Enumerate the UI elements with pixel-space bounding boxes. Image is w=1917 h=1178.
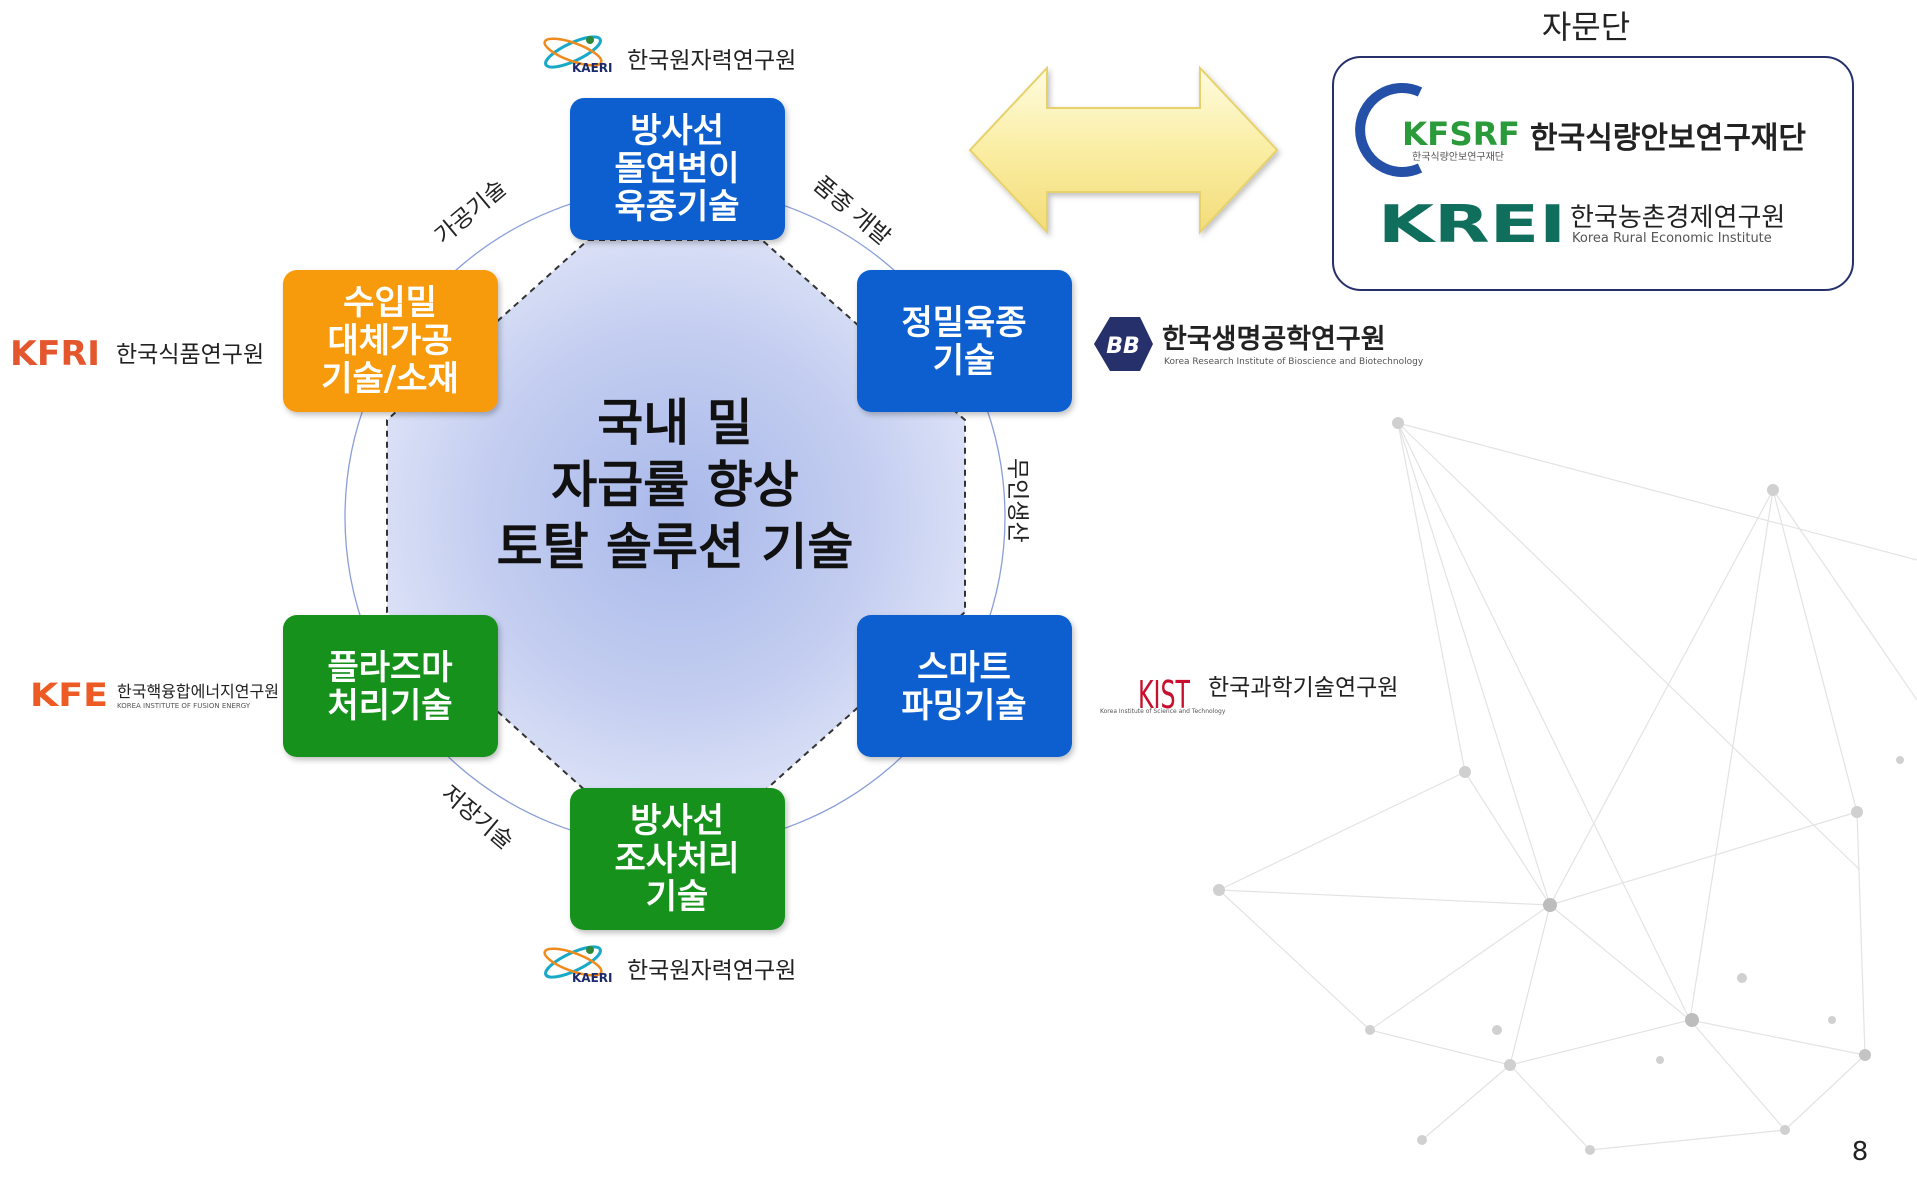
krei-logo: KREI 한국농촌경제연구원 Korea Rural Economic Inst…: [1378, 195, 1785, 255]
network-background: [1218, 422, 1917, 1151]
box-smart-farming-line2: 파밍기술: [901, 686, 1026, 726]
center-title-line1: 국내 밀: [597, 394, 752, 452]
box-radiation-breeding-line1: 방사선: [630, 111, 724, 151]
kfsrf-abbr: KFSRF: [1402, 115, 1520, 153]
kfsrf-ring-icon: [1355, 83, 1423, 177]
kist-name: 한국과학기술연구원: [1208, 675, 1398, 701]
kfri-abbr: KFRI: [10, 334, 100, 374]
box-import-substitute-line3: 기술/소재: [321, 359, 459, 399]
box-radiation-irradiation-line1: 방사선: [630, 801, 724, 841]
box-plasma-treatment-line2: 처리기술: [327, 686, 452, 726]
kist-abbr: KIST: [1138, 673, 1190, 717]
advisory-title: 자문단: [1542, 8, 1630, 46]
box-smart-farming-line1: 스마트: [917, 648, 1011, 688]
box-smart-farming: 스마트 파밍기술: [857, 615, 1072, 757]
kfsrf-subtitle: 한국식량안보연구재단: [1412, 151, 1504, 163]
kfe-abbr: KFE: [30, 676, 108, 714]
edge-label-storage: 저장기술: [436, 781, 518, 855]
box-radiation-irradiation-line2: 조사처리: [614, 839, 739, 879]
center-title: 국내 밀 자급률 향상 토탈 솔루션 기술: [497, 394, 854, 576]
kfe-logo: KFE 한국핵융합에너지연구원 KOREA INSTITUTE OF FUSIO…: [30, 676, 279, 714]
box-radiation-breeding: 방사선 돌연변이 육종기술: [570, 98, 785, 240]
box-import-substitute-line2: 대체가공: [327, 321, 452, 361]
kaeri-name-top: 한국원자력연구원: [627, 48, 796, 74]
box-plasma-treatment-line1: 플라즈마: [327, 648, 452, 688]
kist-logo: KIST Korea Institute of Science and Tech…: [1100, 673, 1398, 717]
box-precision-breeding-line1: 정밀육종: [901, 303, 1026, 343]
center-title-line2: 자급률 향상: [551, 456, 798, 514]
kist-subtitle: Korea Institute of Science and Technolog…: [1100, 708, 1226, 715]
kaeri-name-bottom: 한국원자력연구원: [627, 958, 796, 984]
center-title-line3: 토탈 솔루션 기술: [497, 518, 854, 576]
kfri-logo: KFRI 한국식품연구원: [10, 334, 264, 374]
kaeri-atom-icon: [543, 945, 603, 979]
kfri-name: 한국식품연구원: [116, 342, 264, 368]
box-import-substitute-line1: 수입밀: [343, 283, 437, 323]
kribb-name: 한국생명공학연구원: [1162, 324, 1386, 355]
box-plasma-treatment: 플라즈마 처리기술: [283, 615, 498, 757]
box-radiation-breeding-line3: 육종기술: [614, 187, 739, 227]
krei-abbr: KREI: [1378, 195, 1566, 255]
edge-label-processing: 가공기술: [430, 175, 512, 249]
kaeri-abbr-bottom: KAERI: [572, 971, 613, 985]
box-radiation-breeding-line2: 돌연변이: [614, 149, 739, 189]
kfe-name: 한국핵융합에너지연구원: [117, 682, 279, 701]
double-arrow-icon: [968, 65, 1279, 235]
kfe-subtitle: KOREA INSTITUTE OF FUSION ENERGY: [117, 702, 251, 710]
network-nodes: [1213, 417, 1904, 1155]
kaeri-atom-icon: [543, 35, 603, 69]
box-radiation-irradiation-line3: 기술: [646, 877, 709, 917]
kribb-emblem-icon: [1094, 317, 1153, 371]
box-precision-breeding-line2: 기술: [933, 341, 996, 381]
kfsrf-name: 한국식량안보연구재단: [1530, 121, 1806, 156]
kribb-subtitle: Korea Research Institute of Bioscience a…: [1164, 357, 1424, 367]
center-hexagon: [386, 239, 966, 794]
advisory-panel: [1332, 56, 1854, 291]
kaeri-logo-top: KAERI 한국원자력연구원: [543, 35, 796, 75]
page-number: 8: [1852, 1137, 1869, 1167]
edge-label-unmanned: 무인생산: [1004, 458, 1030, 543]
svg-text:BB: BB: [1106, 334, 1140, 359]
krei-subtitle: Korea Rural Economic Institute: [1572, 231, 1772, 246]
box-import-substitute: 수입밀 대체가공 기술/소재: [283, 270, 498, 412]
kribb-logo: BB 한국생명공학연구원 Korea Research Institute of…: [1094, 317, 1424, 371]
kaeri-logo-bottom: KAERI 한국원자력연구원: [543, 945, 796, 985]
box-precision-breeding: 정밀육종 기술: [857, 270, 1072, 412]
kaeri-abbr-top: KAERI: [572, 61, 613, 75]
kfsrf-logo: KFSRF 한국식량안보연구재단 한국식량안보연구재단: [1355, 83, 1806, 177]
krei-name: 한국농촌경제연구원: [1570, 203, 1785, 233]
box-radiation-irradiation: 방사선 조사처리 기술: [570, 788, 785, 930]
